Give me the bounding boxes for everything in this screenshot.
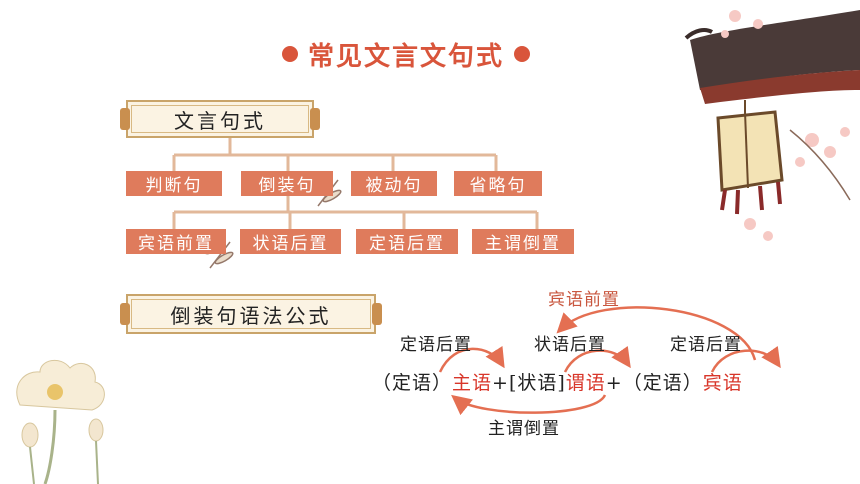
title-dot-right (514, 46, 531, 62)
category-label: 省略句 (469, 176, 527, 196)
subcategory-label: 状语后置 (252, 234, 329, 254)
formula-subject: 主语 (452, 372, 493, 394)
title-bar: 常见文言文句式 (282, 34, 531, 74)
category-label: 被动句 (365, 176, 423, 196)
category-box: 省略句 (454, 171, 542, 196)
subcategory-box: 宾语前置 (126, 229, 226, 254)
arrow-label-left: 定语后置 (400, 335, 472, 355)
formula-object: 宾语 (702, 372, 743, 394)
section-label-text: 文言句式 (174, 108, 266, 133)
subcategory-box: 主谓倒置 (472, 229, 574, 254)
section-label-wenyan: 文言句式 (120, 100, 320, 138)
subcategory-label: 主谓倒置 (485, 234, 561, 254)
lantern-icon (716, 110, 784, 192)
arrow-label-right: 定语后置 (670, 335, 742, 355)
arrow-label-middle: 状语后置 (534, 335, 606, 355)
formula-predicate: 谓语 (565, 372, 606, 394)
lotus-icon (16, 359, 105, 484)
roof-icon (690, 10, 860, 90)
title-dot-left (282, 46, 298, 62)
arrow-label-bottom: 主谓倒置 (488, 419, 560, 439)
section-label-formula: 倒装句语法公式 (120, 294, 382, 334)
category-label: 倒装句 (258, 176, 316, 196)
formula-adverbial: +[状语] (492, 372, 566, 394)
page-title: 常见文言文句式 (308, 41, 505, 72)
category-box: 倒装句 (241, 171, 333, 196)
section-label-text: 倒装句语法公式 (170, 303, 332, 328)
category-box: 判断句 (126, 171, 222, 196)
grammar-formula: （定语）主语+[状语]谓语+（定语）宾语 (372, 368, 743, 395)
subcategory-label: 宾语前置 (138, 234, 214, 254)
arrow-label-top: 宾语前置 (548, 290, 620, 310)
subcategory-label: 定语后置 (369, 234, 445, 254)
category-box: 被动句 (351, 171, 437, 196)
formula-attributive-1: （定语） (372, 372, 453, 394)
subcategory-box: 状语后置 (240, 229, 341, 254)
category-label: 判断句 (145, 176, 203, 196)
formula-attributive-2: +（定语） (605, 372, 703, 394)
subcategory-box: 定语后置 (356, 229, 458, 254)
